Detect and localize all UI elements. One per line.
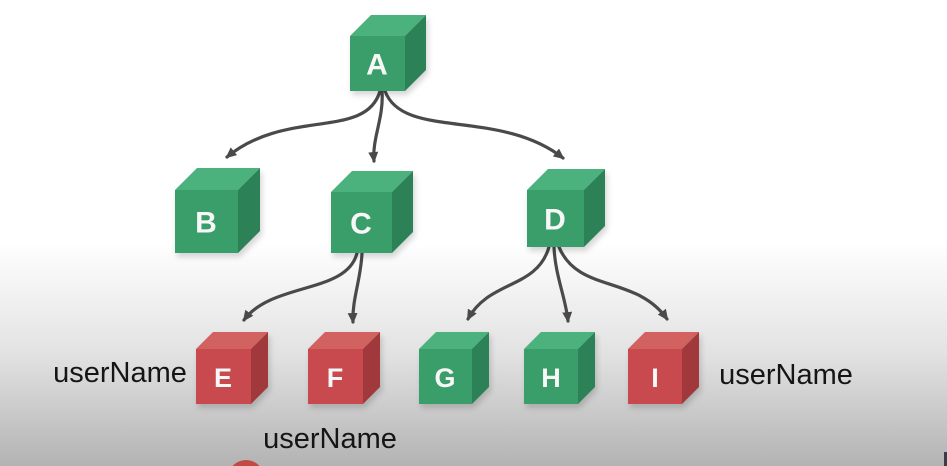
cube-top-face — [628, 332, 699, 349]
cube-top-face — [175, 168, 260, 190]
recording-dot — [232, 460, 260, 466]
node-A-label: A — [366, 49, 388, 82]
cube-front-face — [524, 349, 578, 404]
username-label-left: userName — [53, 357, 187, 389]
cube-right-face — [472, 332, 489, 404]
node-F-label: F — [327, 363, 344, 393]
cube-front-face — [308, 349, 363, 404]
node-B-label: B — [195, 207, 217, 240]
node-G-label: G — [434, 363, 455, 393]
cube-front-face — [350, 36, 405, 91]
node-F: F — [308, 332, 380, 404]
bottom-right-artifact — [944, 452, 947, 466]
cube-top-face — [196, 332, 268, 349]
cube-front-face — [175, 190, 238, 253]
cube-right-face — [578, 332, 595, 404]
edge-C-E — [242, 251, 359, 322]
cube-right-face — [405, 15, 426, 91]
cube-top-face — [331, 171, 413, 192]
username-label-bottom: userName — [263, 423, 397, 455]
cube-top-face — [527, 169, 605, 190]
cube-front-face — [331, 192, 392, 253]
edge-A-C — [368, 89, 384, 163]
cube-front-face — [196, 349, 251, 404]
node-C-label: C — [350, 208, 372, 241]
node-D-label: D — [544, 204, 566, 237]
node-H-label: H — [541, 363, 561, 393]
edge-C-F — [347, 251, 364, 324]
cube-top-face — [419, 332, 489, 349]
node-I: I — [628, 332, 699, 404]
edge-A-D — [383, 89, 565, 160]
cube-top-face — [308, 332, 380, 349]
username-label-right: userName — [719, 359, 853, 391]
node-G: G — [419, 332, 489, 404]
cube-right-face — [363, 332, 380, 404]
node-H: H — [524, 332, 595, 404]
edge-D-H — [552, 245, 573, 323]
edge-D-G — [466, 245, 551, 321]
cube-right-face — [251, 332, 268, 404]
cube-front-face — [527, 190, 584, 247]
node-E-label: E — [214, 363, 232, 393]
node-A: A — [350, 15, 426, 91]
cube-right-face — [238, 168, 260, 253]
node-E: E — [196, 332, 268, 404]
edges-layer — [225, 89, 669, 324]
cube-right-face — [682, 332, 699, 404]
cube-front-face — [419, 349, 472, 404]
node-I-label: I — [651, 363, 659, 393]
cube-right-face — [392, 171, 413, 253]
node-B: B — [175, 168, 260, 253]
cube-top-face — [350, 15, 426, 36]
edge-A-B — [225, 89, 382, 159]
cube-front-face — [628, 349, 682, 404]
edge-D-I — [557, 245, 669, 321]
node-D: D — [527, 169, 605, 247]
cube-right-face — [584, 169, 605, 247]
cube-top-face — [524, 332, 595, 349]
node-C: C — [331, 171, 413, 253]
